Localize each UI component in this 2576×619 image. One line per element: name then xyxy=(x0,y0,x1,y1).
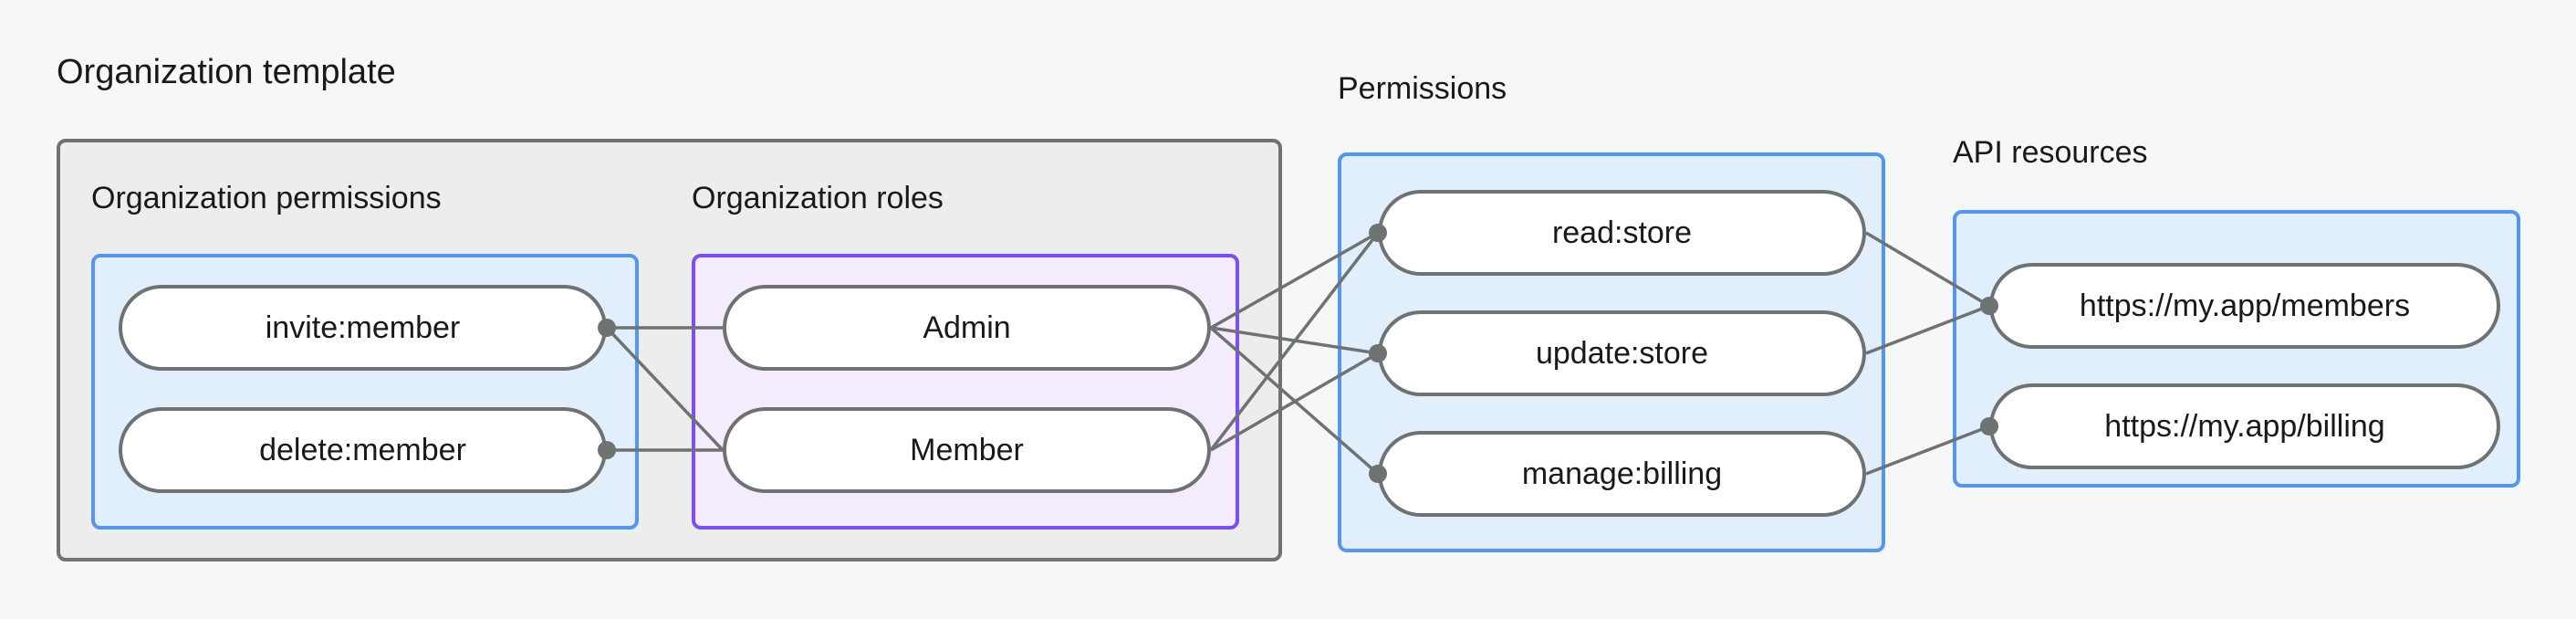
node-member[interactable]: Member xyxy=(723,407,1211,493)
node-label-res-members: https://my.app/members xyxy=(2079,288,2411,323)
node-read-store[interactable]: read:store xyxy=(1378,190,1866,276)
node-label-update-store: update:store xyxy=(1535,335,1709,371)
node-label-manage-billing: manage:billing xyxy=(1521,456,1723,491)
organization-roles-label: Organization roles xyxy=(692,181,944,215)
node-delete-member[interactable]: delete:member xyxy=(119,407,607,493)
api-resources-label: API resources xyxy=(1953,135,2148,170)
node-res-billing[interactable]: https://my.app/billing xyxy=(1989,383,2500,469)
node-invite-member[interactable]: invite:member xyxy=(119,285,607,371)
node-label-delete-member: delete:member xyxy=(259,432,466,467)
permissions-label: Permissions xyxy=(1338,71,1507,106)
node-label-read-store: read:store xyxy=(1551,215,1693,250)
node-label-admin: Admin xyxy=(923,310,1011,345)
organization-permissions-label: Organization permissions xyxy=(91,181,442,215)
organization-template-label: Organization template xyxy=(57,53,396,91)
node-admin[interactable]: Admin xyxy=(723,285,1211,371)
node-label-member: Member xyxy=(910,432,1024,467)
node-res-members[interactable]: https://my.app/members xyxy=(1989,263,2500,349)
node-label-invite-member: invite:member xyxy=(265,310,461,345)
node-update-store[interactable]: update:store xyxy=(1378,310,1866,396)
node-manage-billing[interactable]: manage:billing xyxy=(1378,431,1866,517)
node-label-res-billing: https://my.app/billing xyxy=(2104,408,2385,444)
